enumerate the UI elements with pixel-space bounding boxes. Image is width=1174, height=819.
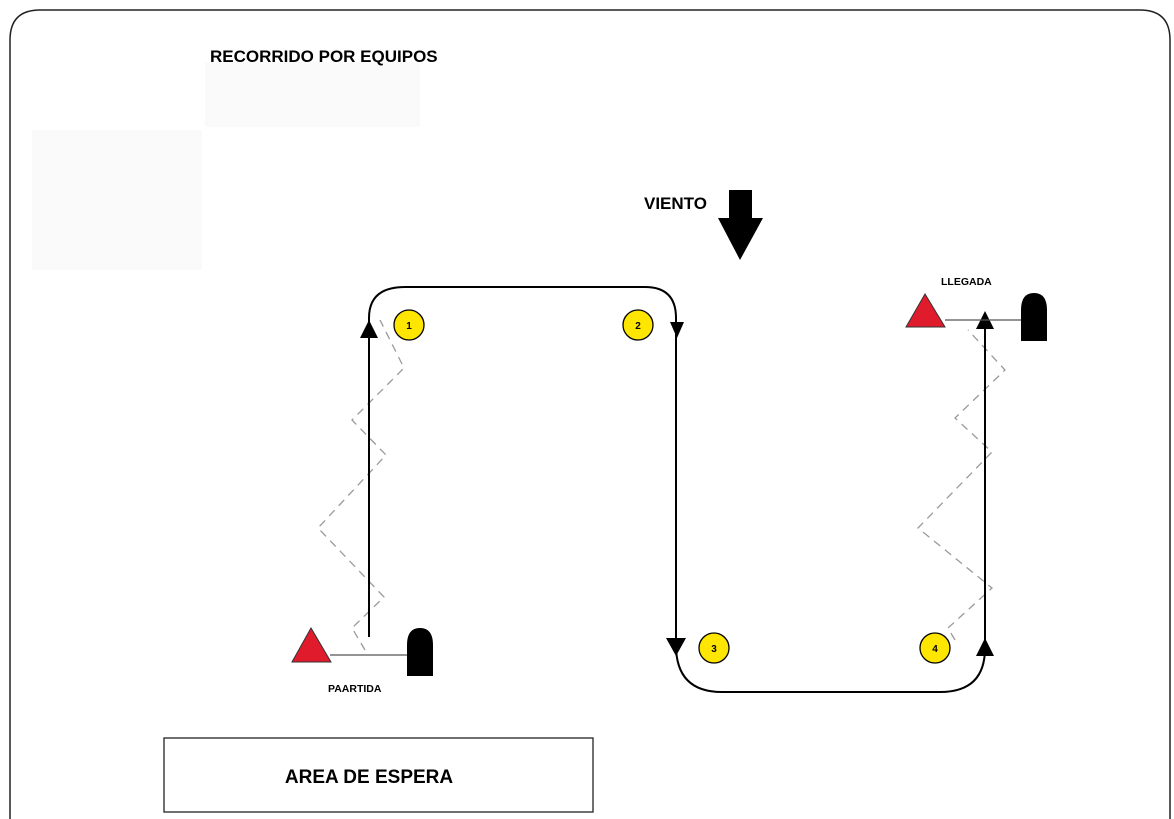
- finish-label: LLEGADA: [941, 276, 992, 288]
- course-arrow-up-mark4: [976, 638, 994, 656]
- tacking-path-right: [917, 329, 1006, 641]
- start-label: PAARTIDA: [328, 683, 382, 695]
- mark-4: 4: [919, 632, 951, 664]
- wind-arrow-icon: [718, 190, 763, 260]
- svg-text:3: 3: [711, 644, 717, 655]
- finish-pin-triangle-icon: [905, 293, 946, 328]
- start-pin-triangle-icon: [291, 626, 332, 663]
- svg-text:4: 4: [932, 644, 938, 655]
- faint-panel-left: [32, 130, 202, 270]
- waiting-area-box: [163, 737, 594, 813]
- mark-3: 3: [698, 632, 730, 664]
- mark-1: 1: [393, 309, 425, 341]
- svg-text:1: 1: [406, 321, 412, 332]
- wind-label: VIENTO: [644, 194, 707, 213]
- waiting-area-label: AREA DE ESPERA: [285, 767, 453, 788]
- course-path: [368, 286, 986, 693]
- course-arrow-down-mark2: [670, 322, 684, 338]
- tacking-path-left: [317, 319, 405, 651]
- diagram-title: RECORRIDO POR EQUIPOS: [210, 47, 438, 66]
- frame-border: [9, 9, 1171, 819]
- start-committee-boat-icon: [407, 628, 433, 676]
- course-arrow-down-mark3: [666, 638, 686, 656]
- faint-panel-top: [205, 62, 420, 127]
- mark-2: 2: [622, 309, 654, 341]
- finish-committee-boat-icon: [1021, 293, 1047, 341]
- svg-text:2: 2: [635, 321, 641, 332]
- course-arrow-up-left: [360, 320, 378, 338]
